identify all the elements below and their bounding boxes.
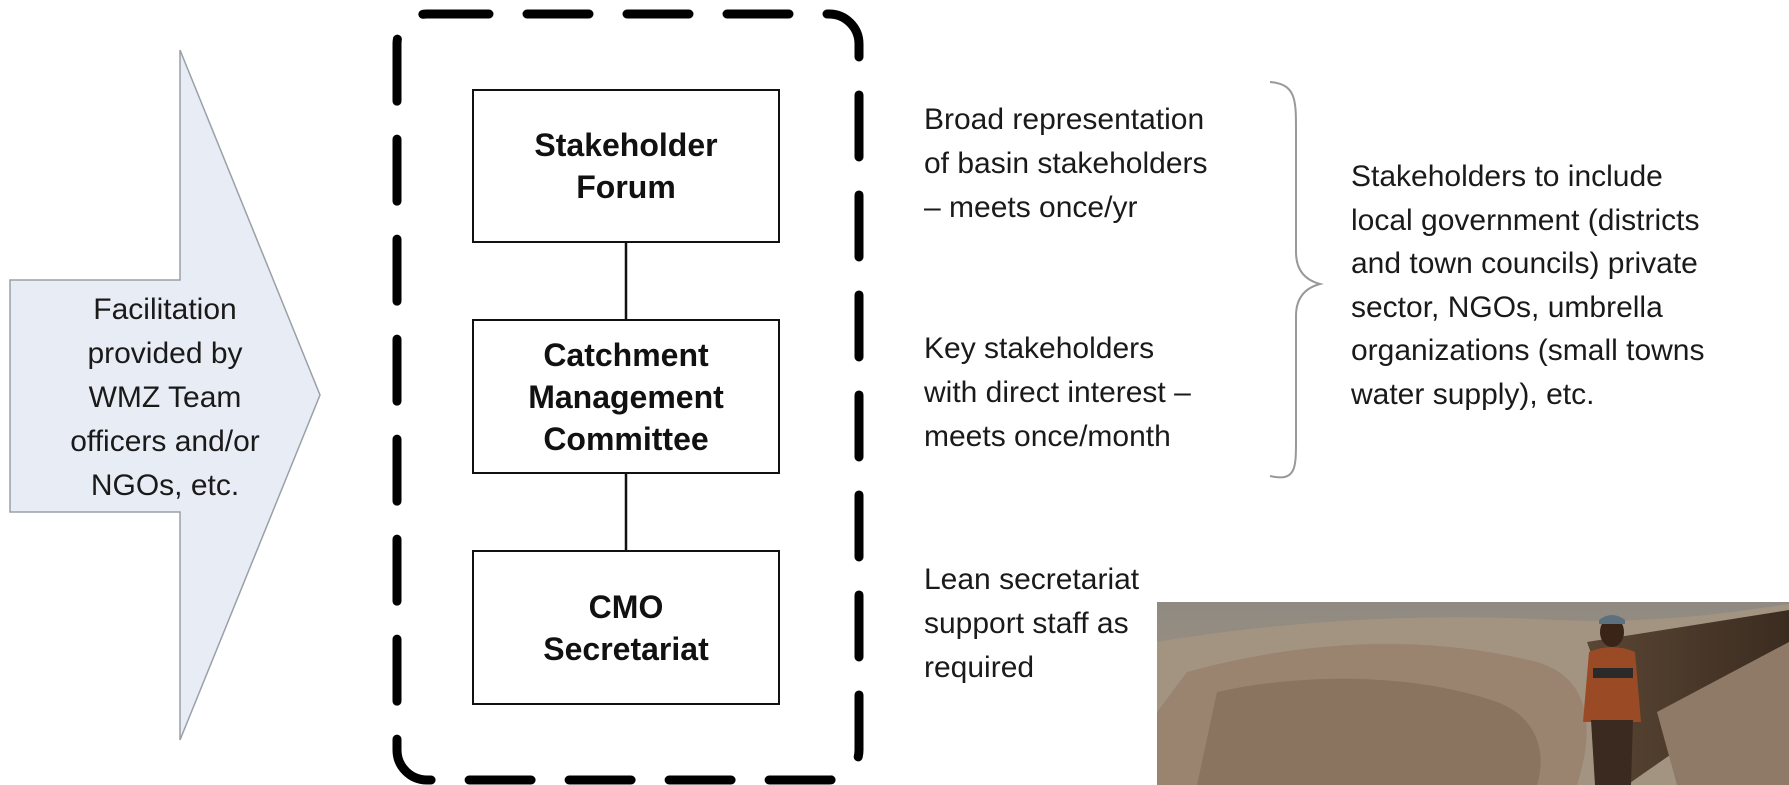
facilitation-line: NGOs, etc. — [90, 469, 240, 502]
facilitation-arrow — [9, 49, 321, 741]
description-line: required — [924, 651, 1035, 684]
box-label-line: Stakeholder — [534, 127, 718, 163]
note-line: Stakeholders to include — [1351, 160, 1663, 193]
stakeholder-forum-box: Stakeholder Forum — [472, 89, 780, 243]
note-line: local government (districts — [1351, 203, 1700, 237]
box-label-line: Catchment — [543, 336, 709, 373]
description-line: Key stakeholders — [924, 332, 1155, 365]
note-line: and town councils) private — [1351, 247, 1698, 280]
description-line: of basin stakeholders — [924, 147, 1208, 180]
note-line: sector, NGOs, umbrella — [1351, 290, 1663, 324]
trench-photo — [1157, 602, 1789, 785]
description-line: – meets once/yr — [924, 191, 1138, 224]
secretariat-description: Lean secretariat support staff as requir… — [924, 558, 1139, 690]
committee-description: Key stakeholders with direct interest – … — [924, 327, 1191, 459]
facilitation-line: WMZ Team — [88, 381, 242, 414]
facilitation-line: officers and/or — [70, 425, 260, 458]
box-label-line: Secretariat — [543, 630, 709, 667]
description-line: Broad representation — [924, 103, 1205, 136]
facilitation-line: Facilitation — [93, 293, 237, 326]
forum-description: Broad representation of basin stakeholde… — [924, 98, 1208, 230]
description-line: Lean secretariat — [924, 563, 1140, 596]
box-label-line: Forum — [576, 169, 676, 205]
box-label-line: Management — [528, 378, 724, 415]
description-line: with direct interest – — [924, 376, 1191, 409]
description-line: support staff as — [924, 607, 1129, 640]
stakeholder-note: Stakeholders to include local government… — [1351, 155, 1789, 416]
box-label-line: Committee — [543, 420, 709, 457]
stakeholder-brace — [1269, 81, 1324, 479]
description-line: meets once/month — [924, 420, 1171, 453]
catchment-committee-box: Catchment Management Committee — [472, 319, 780, 474]
facilitation-line: provided by — [87, 337, 243, 370]
cmo-secretariat-box: CMO Secretariat — [472, 550, 780, 705]
note-line: organizations (small towns — [1351, 334, 1705, 367]
box-label-line: CMO — [588, 588, 664, 625]
note-line: water supply), etc. — [1351, 377, 1595, 411]
facilitation-text: Facilitation provided by WMZ Team office… — [30, 288, 300, 508]
cmo-boundary — [392, 9, 864, 785]
trench-photo-image — [1157, 602, 1789, 785]
